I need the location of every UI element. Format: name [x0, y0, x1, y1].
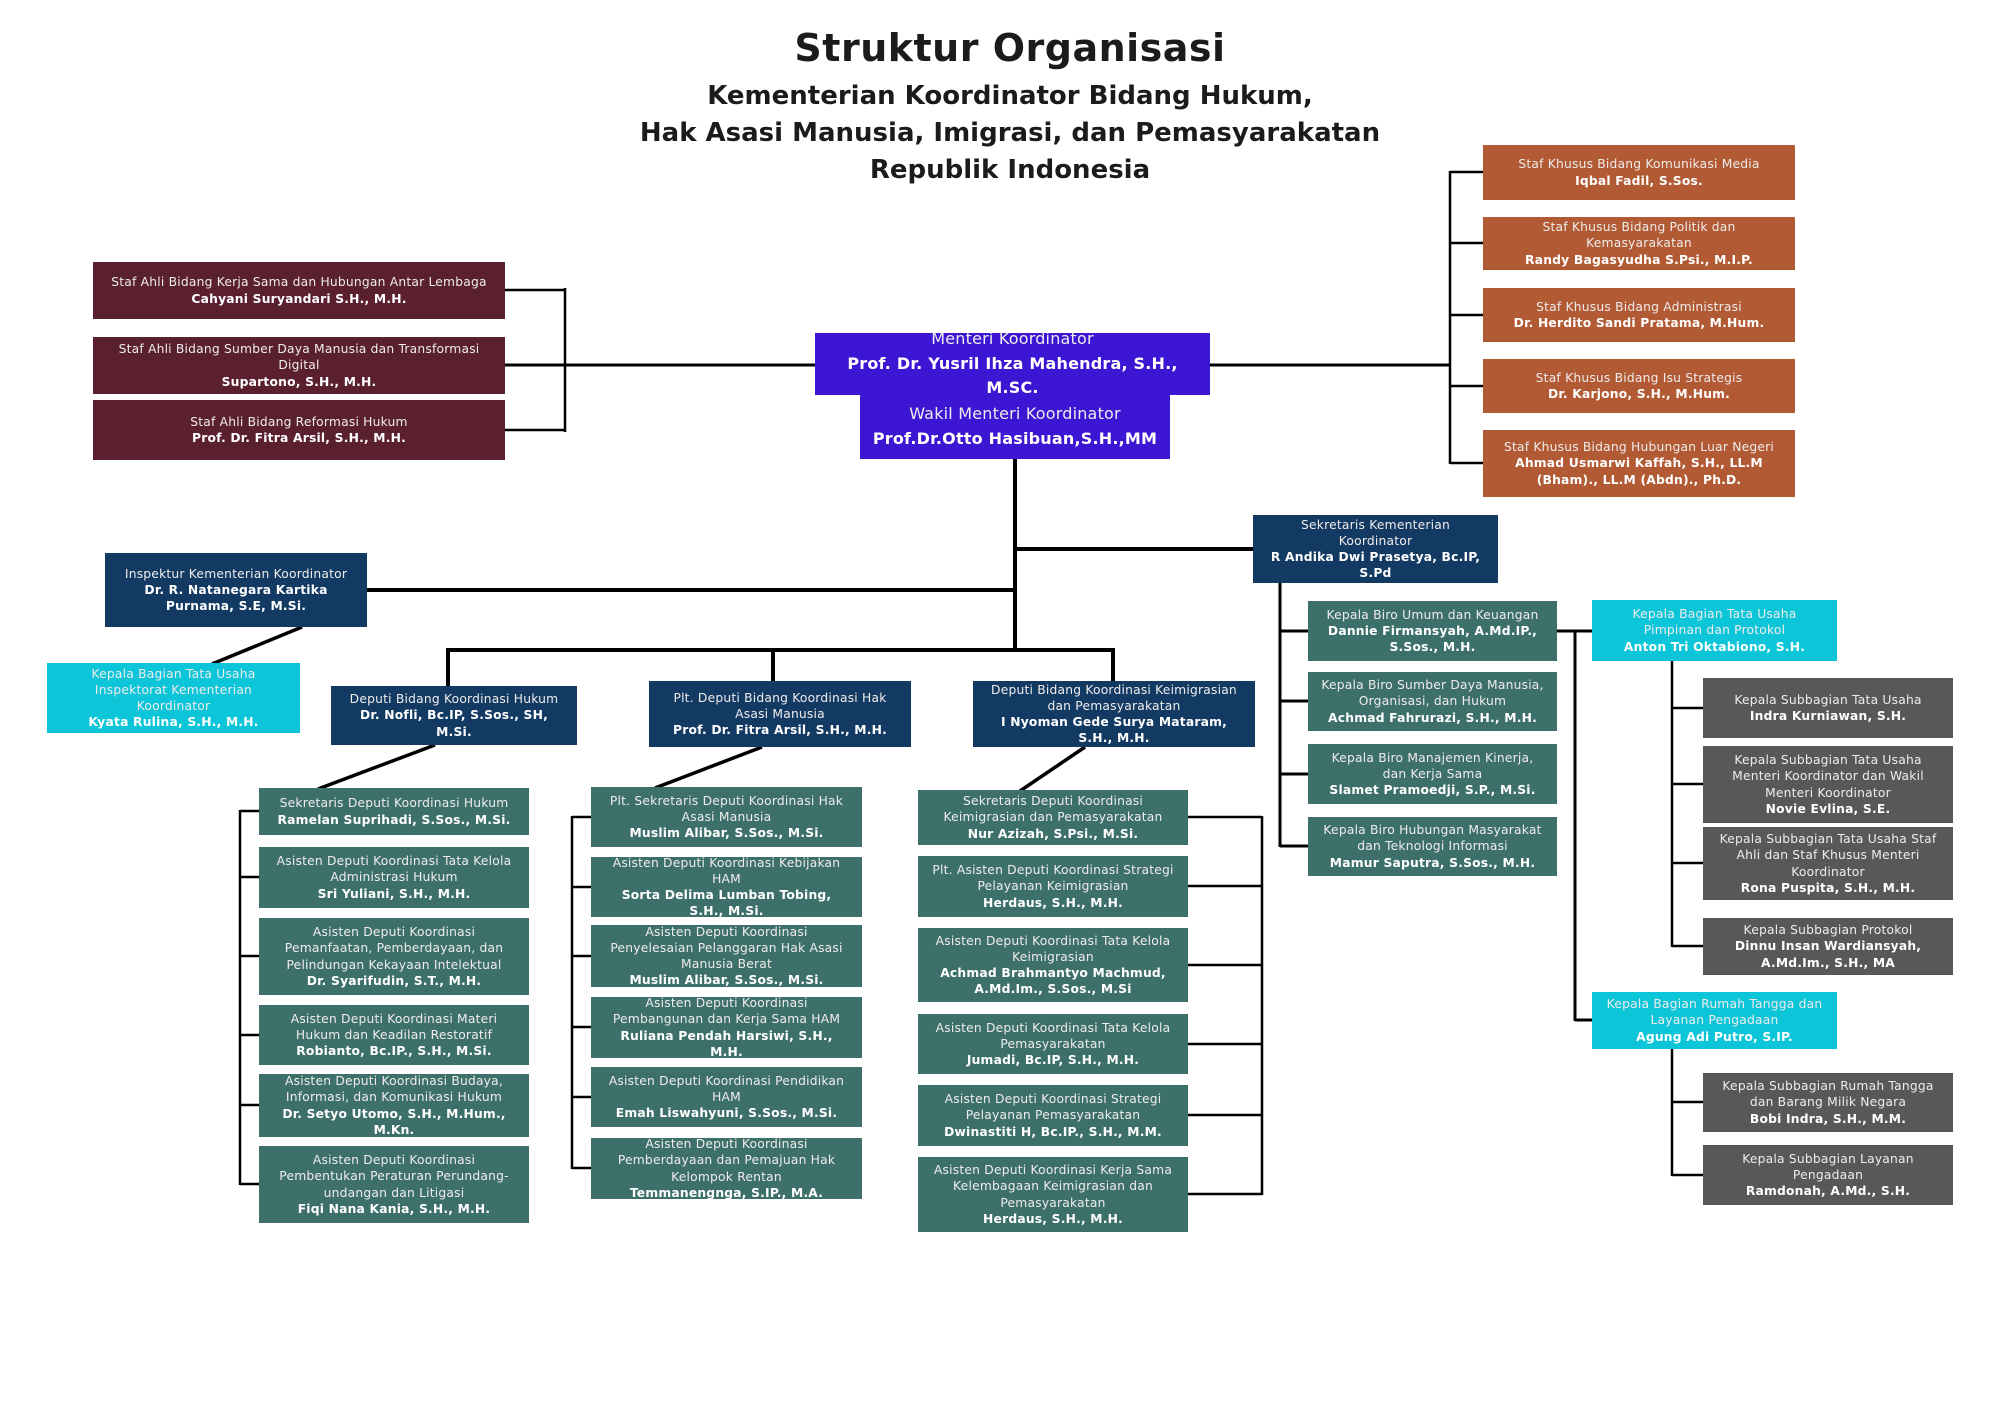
asdep-kerjasama-kelembagaan-box: Asisten Deputi Koordinasi Kerja Sama Kel… — [918, 1157, 1188, 1232]
asdep-strategi-pemasyarakatan-box: Asisten Deputi Koordinasi Strategi Pelay… — [918, 1085, 1188, 1146]
asdep-strategi-keimigrasian-box: Plt. Asisten Deputi Koordinasi Strategi … — [918, 856, 1188, 917]
asdep-tata-kelola-keimigrasian-box: Asisten Deputi Koordinasi Tata Kelola Ke… — [918, 928, 1188, 1002]
staf-ahli-kerja-sama-box: Staf Ahli Bidang Kerja Sama dan Hubungan… — [93, 262, 505, 319]
page-header: Struktur Organisasi Kementerian Koordina… — [400, 26, 1620, 189]
subbag-tu-staf-ahli-khusus-box: Kepala Subbagian Tata Usaha Staf Ahli da… — [1703, 827, 1953, 900]
sekretaris-deputi-ham-box: Plt. Sekretaris Deputi Koordinasi Hak As… — [591, 787, 862, 847]
page-subtitle-line2: Hak Asasi Manusia, Imigrasi, dan Pemasya… — [639, 117, 1381, 148]
sekretaris-deputi-imipas-box: Sekretaris Deputi Koordinasi Keimigrasia… — [918, 790, 1188, 845]
asdep-tata-kelola-pemasyarakatan-box: Asisten Deputi Koordinasi Tata Kelola Pe… — [918, 1014, 1188, 1074]
asdep-pembangunan-kerjasama-ham-box: Asisten Deputi Koordinasi Pembangunan da… — [591, 996, 862, 1059]
page-title: Struktur Organisasi — [794, 26, 1226, 70]
asdep-peraturan-litigasi-box: Asisten Deputi Koordinasi Pembentukan Pe… — [259, 1146, 529, 1223]
asdep-tata-kelola-adm-hukum-box: Asisten Deputi Koordinasi Tata Kelola Ad… — [259, 847, 529, 908]
biro-humas-ti-box: Kepala Biro Hubungan Masyarakat dan Tekn… — [1308, 817, 1557, 876]
asdep-budaya-informasi-box: Asisten Deputi Koordinasi Budaya, Inform… — [259, 1074, 529, 1137]
tu-inspektorat-box: Kepala Bagian Tata Usaha Inspektorat Kem… — [47, 663, 300, 733]
asdep-pelanggaran-ham-berat-box: Asisten Deputi Koordinasi Penyelesaian P… — [591, 925, 862, 987]
subbag-rumah-tangga-bmn-box: Kepala Subbagian Rumah Tangga dan Barang… — [1703, 1073, 1953, 1132]
subbag-tu-menko-wamenko-box: Kepala Subbagian Tata Usaha Menteri Koor… — [1703, 746, 1953, 823]
asdep-kelompok-rentan-box: Asisten Deputi Koordinasi Pemberdayaan d… — [591, 1137, 862, 1200]
deputi-ham-box: Plt. Deputi Bidang Koordinasi Hak Asasi … — [649, 681, 911, 747]
page-subtitle-line3: Republik Indonesia — [869, 154, 1151, 185]
biro-manajemen-kinerja-box: Kepala Biro Manajemen Kinerja, dan Kerja… — [1308, 744, 1557, 804]
page-subtitle-line1: Kementerian Koordinator Bidang Hukum, — [707, 81, 1313, 111]
staf-khusus-politik-box: Staf Khusus Bidang Politik dan Kemasyara… — [1483, 217, 1795, 270]
deputi-imipas-box: Deputi Bidang Koordinasi Keimigrasian da… — [973, 681, 1255, 747]
bagian-tu-pimpinan-protokol-box: Kepala Bagian Tata Usaha Pimpinan dan Pr… — [1592, 600, 1837, 661]
asdep-materi-hukum-box: Asisten Deputi Koordinasi Materi Hukum d… — [259, 1005, 529, 1065]
staf-ahli-sdm-box: Staf Ahli Bidang Sumber Daya Manusia dan… — [93, 337, 505, 394]
asdep-pendidikan-ham-box: Asisten Deputi Koordinasi Pendidikan HAM… — [591, 1067, 862, 1127]
bagian-rumah-tangga-box: Kepala Bagian Rumah Tangga dan Layanan P… — [1592, 992, 1837, 1049]
biro-sdm-organisasi-hukum-box: Kepala Biro Sumber Daya Manusia, Organis… — [1308, 672, 1557, 731]
asdep-kekayaan-intelektual-box: Asisten Deputi Koordinasi Pemanfaatan, P… — [259, 918, 529, 995]
